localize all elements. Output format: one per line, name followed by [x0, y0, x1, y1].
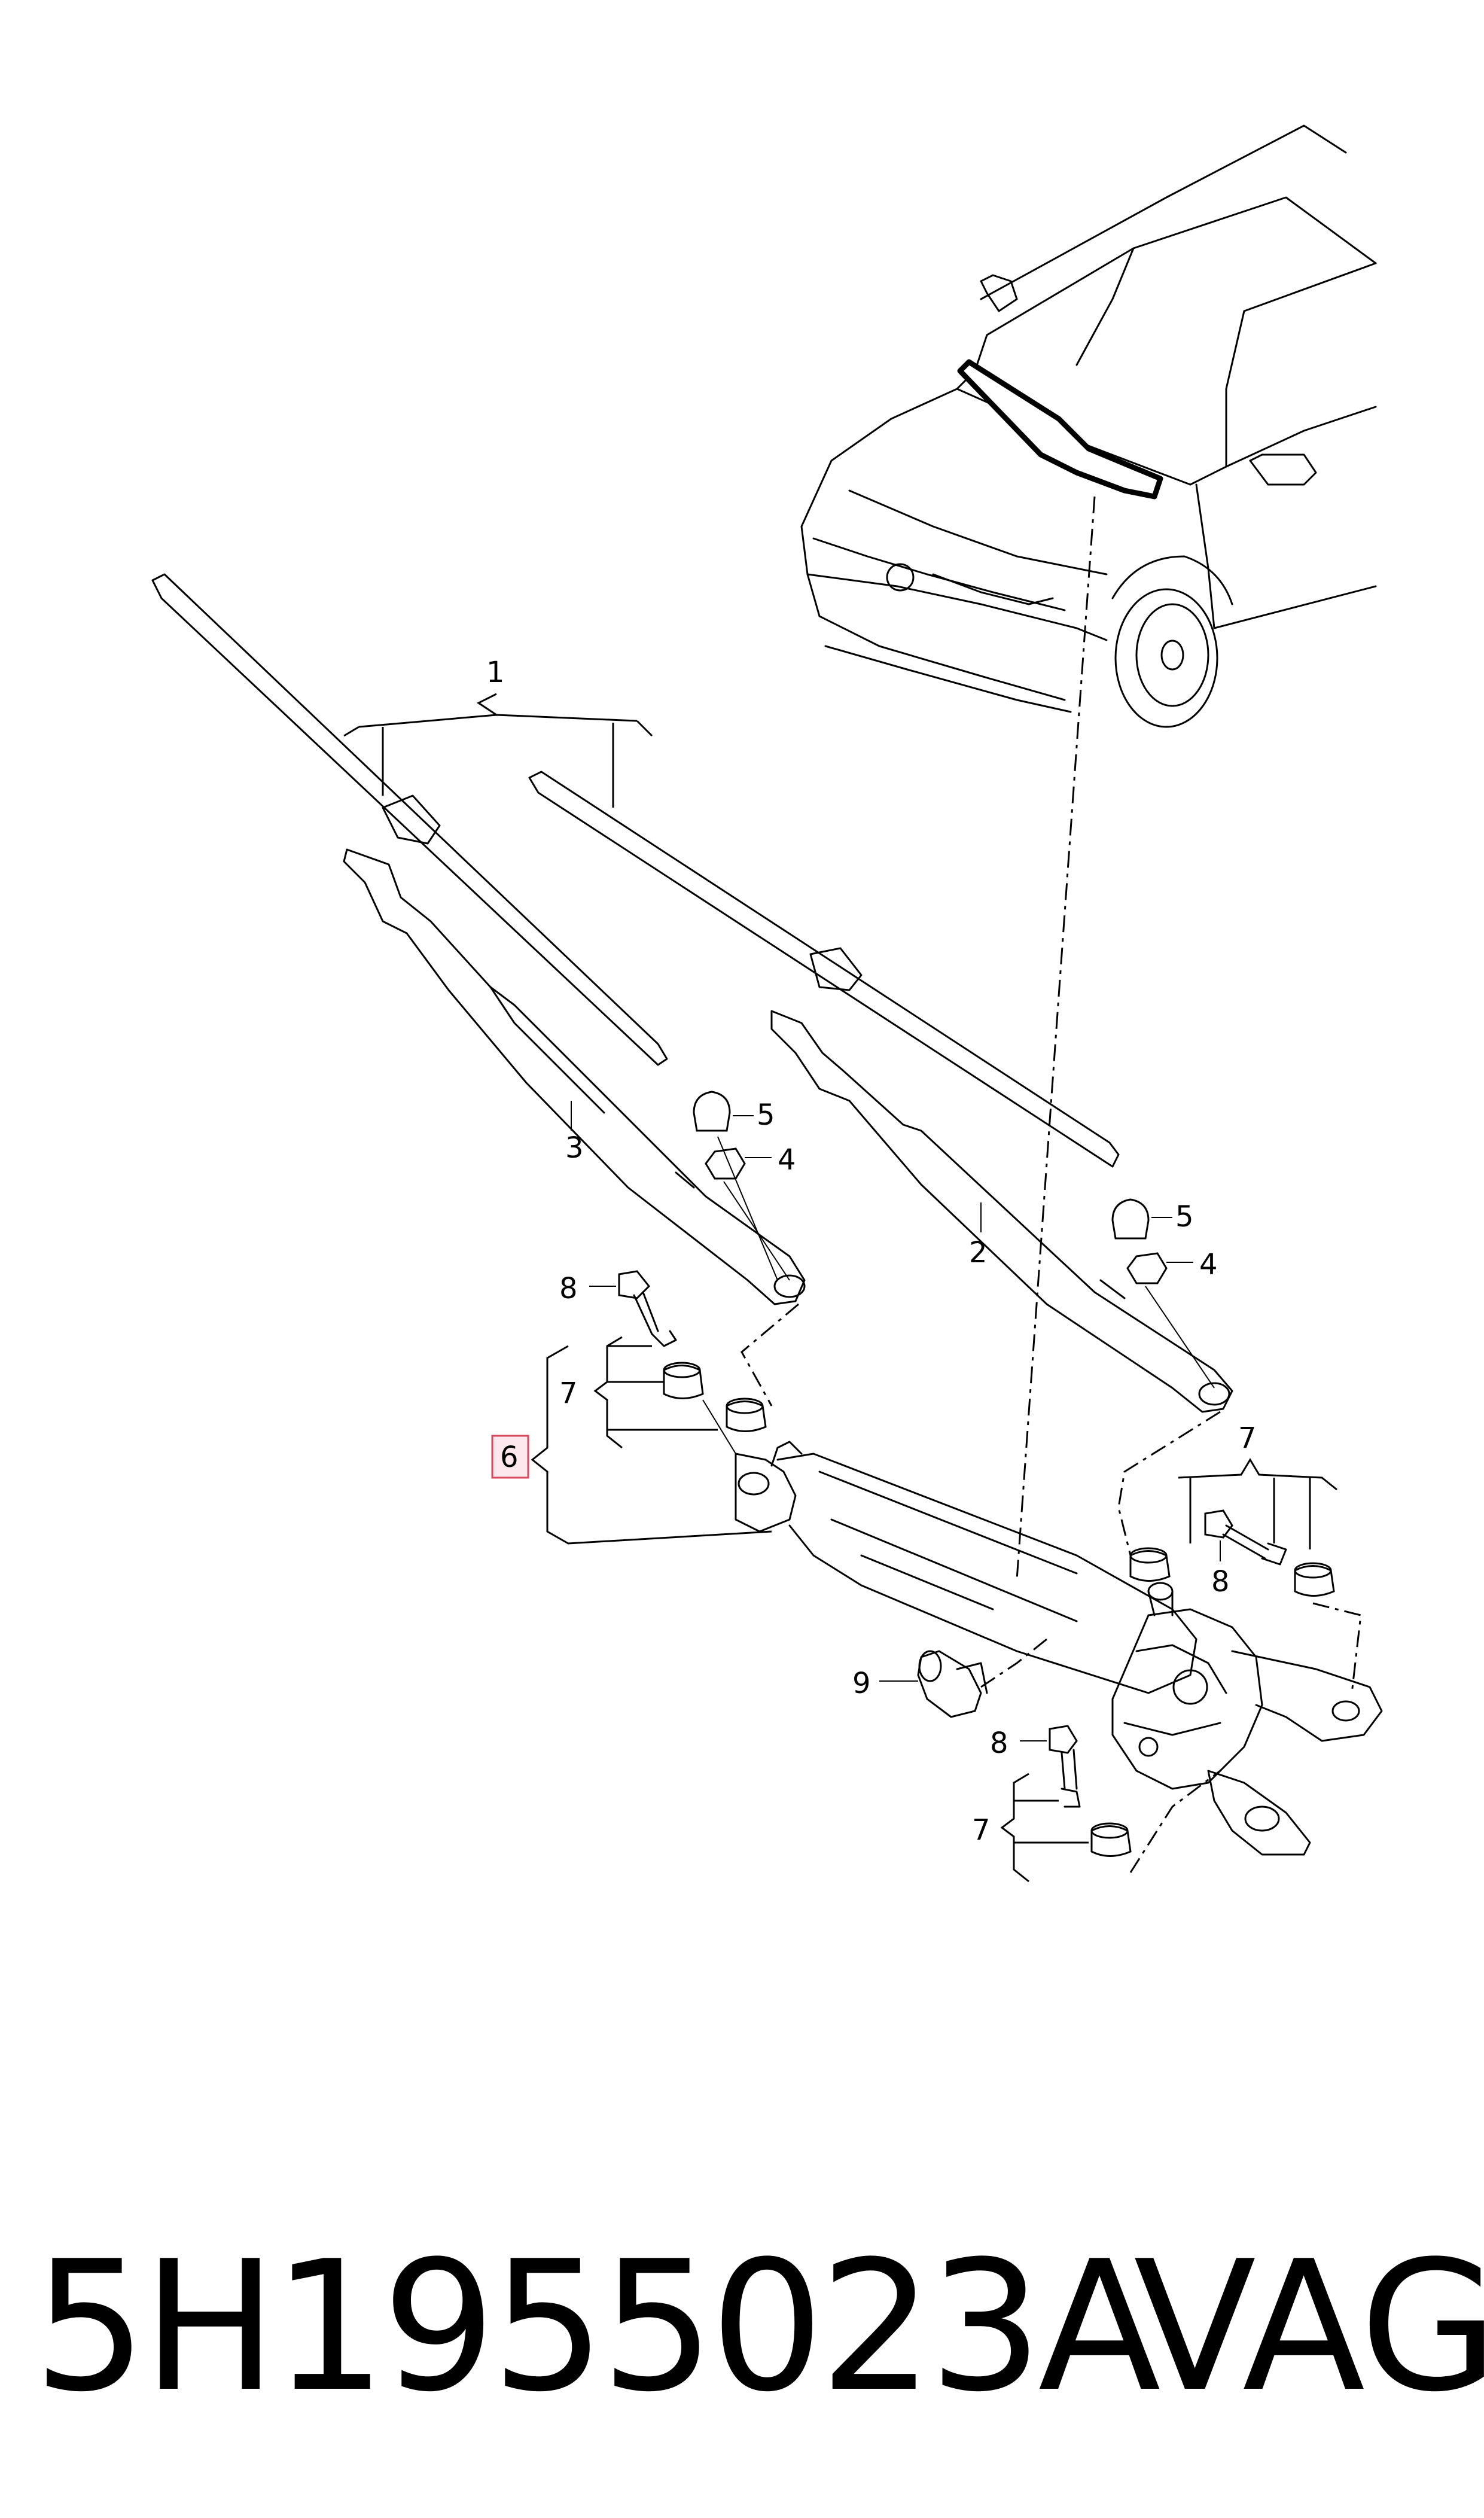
leader-grommet-9: [980, 1638, 1047, 1688]
grommet-bottom: [1090, 1822, 1132, 1857]
part-number: 5H1955023A: [33, 2222, 1161, 2431]
leader-arm-right-to-spindle: [1117, 1411, 1221, 1556]
leader-right-fixing-to-mount: [1312, 1602, 1362, 1694]
leader-bottom-fixing: [1129, 1770, 1221, 1873]
brand-label: VAG: [1133, 2222, 1484, 2431]
bracket-7-bottom: [1000, 1773, 1089, 1883]
callout-7-left: 7: [559, 1377, 578, 1410]
callout-5-right: 5: [1175, 1200, 1194, 1234]
callout-6: 6: [500, 1441, 519, 1474]
bolt-left: [618, 1270, 677, 1347]
grommet-left-upper: [663, 1362, 704, 1399]
wiper-arm-left: [343, 848, 806, 1305]
grommet-right-upper: [1294, 1562, 1335, 1597]
wiper-blade-left: [151, 573, 668, 1066]
grommet-left-axis: [702, 1399, 736, 1454]
callout-1: 1: [486, 656, 505, 689]
wiper-linkage-assembly: [735, 1441, 1383, 1856]
callout-8-right: 8: [1211, 1565, 1230, 1599]
callout-5-left: 5: [757, 1098, 775, 1132]
car-illustration: [800, 124, 1377, 728]
callout-8-left: 8: [559, 1272, 578, 1305]
bracket-1: [343, 693, 653, 808]
grommet-9: [917, 1650, 988, 1718]
callout-7-bottom: 7: [972, 1813, 991, 1847]
bolt-bottom: [1049, 1725, 1081, 1808]
wiper-blade-right: [528, 771, 1120, 1168]
callout-3: 3: [565, 1131, 584, 1165]
leader-arm-left-to-spindle: [741, 1303, 799, 1406]
cap-left: [693, 1091, 731, 1132]
cap-right: [1111, 1198, 1150, 1240]
callout-9: 9: [852, 1667, 871, 1700]
bracket-7-right: [1178, 1458, 1337, 1549]
callout-8-bottom: 8: [990, 1727, 1008, 1760]
wiper-arm-right: [770, 1010, 1233, 1413]
grommet-left-lower: [726, 1397, 767, 1432]
leader-car-to-linkage: [1016, 496, 1096, 1580]
bolt-right: [1204, 1509, 1287, 1566]
nut-right-axis: [1145, 1286, 1215, 1389]
callout-6-highlight: [491, 1435, 529, 1479]
callout-2: 2: [969, 1236, 988, 1269]
callout-7-right: 7: [1238, 1421, 1257, 1455]
bracket-6: [531, 1345, 772, 1545]
bracket-7-left: [593, 1336, 718, 1449]
callout-4-left: 4: [778, 1143, 796, 1177]
callout-4-right: 4: [1199, 1248, 1218, 1281]
footer: 5H1955023A VAG: [0, 2213, 1484, 2441]
cap-left-axis: [717, 1136, 778, 1281]
nut-right: [1126, 1252, 1168, 1284]
grommet-right-lower: [1129, 1547, 1171, 1582]
